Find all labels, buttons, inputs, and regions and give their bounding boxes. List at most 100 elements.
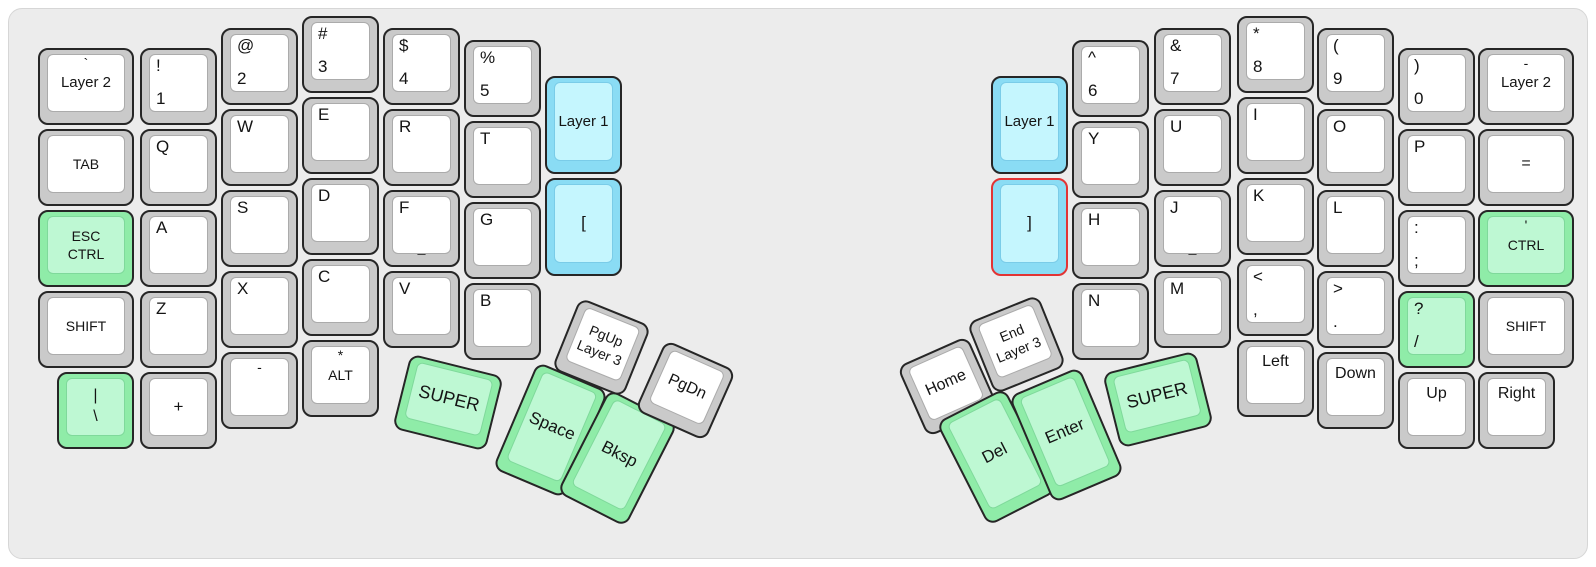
key-super-left[interactable]: SUPER — [392, 353, 504, 452]
key-right-bracket[interactable]: ] — [991, 178, 1068, 276]
key-n[interactable]: N — [1072, 283, 1149, 360]
key-j[interactable]: J_ — [1154, 190, 1231, 267]
key-1[interactable]: !1 — [140, 48, 217, 125]
key-label: U — [1170, 117, 1183, 136]
key-label: ( — [1333, 36, 1339, 55]
key-z[interactable]: Z — [140, 291, 217, 368]
keycap-face: PgDn — [648, 348, 726, 426]
key-arrow-right[interactable]: Right — [1478, 372, 1555, 449]
key-2[interactable]: @2 — [221, 28, 298, 105]
key-label: Down — [1327, 359, 1384, 415]
key-8[interactable]: *8 — [1237, 16, 1314, 93]
key-6[interactable]: ^6 — [1072, 40, 1149, 117]
keycap-face: Z — [149, 297, 208, 355]
keycap-face: X — [230, 277, 289, 335]
key-label: # — [318, 24, 328, 43]
key-0[interactable]: )0 — [1398, 48, 1475, 125]
key-label: T — [480, 129, 491, 148]
key-i[interactable]: I — [1237, 97, 1314, 174]
key-label-line: SUPER — [416, 381, 482, 416]
keycap-face: P — [1407, 135, 1466, 193]
key-label: = — [1488, 136, 1564, 192]
key-7[interactable]: &7 — [1154, 28, 1231, 105]
key-k[interactable]: K — [1237, 178, 1314, 255]
key-label-line: Left — [1262, 353, 1289, 370]
key-f[interactable]: F_ — [383, 190, 460, 267]
key-layer1-right[interactable]: Layer 1 — [991, 76, 1068, 174]
key-quote-ctrl[interactable]: 'CTRL — [1478, 210, 1574, 287]
key-period[interactable]: >. — [1317, 271, 1394, 348]
keycap-face: [ — [554, 184, 613, 263]
key-w[interactable]: W — [221, 109, 298, 186]
key-x[interactable]: X — [221, 271, 298, 348]
key-label: ; — [1414, 251, 1419, 270]
key-label: _ — [417, 239, 426, 255]
keycap-face: + — [149, 378, 208, 436]
key-label: : — [1414, 218, 1419, 237]
key-g[interactable]: G — [464, 202, 541, 279]
key-plus[interactable]: + — [140, 372, 217, 449]
key-arrow-up[interactable]: Up — [1398, 372, 1475, 449]
key-c[interactable]: C — [302, 259, 379, 336]
key-arrow-down[interactable]: Down — [1317, 352, 1394, 429]
key-v[interactable]: V — [383, 271, 460, 348]
key-label-line: \ — [93, 408, 98, 425]
key-arrow-left[interactable]: Left — [1237, 340, 1314, 417]
key-shift-left[interactable]: SHIFT — [38, 291, 134, 368]
key-equals[interactable]: = — [1478, 129, 1574, 206]
key-label: 0 — [1414, 89, 1424, 108]
key-p[interactable]: P — [1398, 129, 1475, 206]
key-label: |\ — [67, 379, 124, 435]
key-l[interactable]: L — [1317, 190, 1394, 267]
key-pipe-backslash[interactable]: |\ — [57, 372, 134, 449]
key-label-line: Enter — [1042, 414, 1088, 448]
key-label: G — [480, 210, 494, 229]
key-layer1-left[interactable]: Layer 1 — [545, 76, 622, 174]
keycap-face: ?/ — [1407, 297, 1466, 355]
key-left-bracket[interactable]: [ — [545, 178, 622, 276]
key-e[interactable]: E — [302, 97, 379, 174]
key-q[interactable]: Q — [140, 129, 217, 206]
key-comma[interactable]: <, — [1237, 259, 1314, 336]
keycap-face: W — [230, 115, 289, 173]
key-shift-right[interactable]: SHIFT — [1478, 291, 1574, 368]
keycap-face: N — [1081, 289, 1140, 347]
key-label: ^ — [1088, 48, 1096, 67]
keycap-face: TAB — [47, 135, 125, 193]
key-h[interactable]: H — [1072, 202, 1149, 279]
key-label: + — [150, 379, 207, 435]
key-5[interactable]: %5 — [464, 40, 541, 117]
key-minus[interactable]: - — [221, 352, 298, 429]
key-d[interactable]: D — [302, 178, 379, 255]
key-super-right[interactable]: SUPER — [1102, 350, 1214, 449]
key-label: N — [1088, 291, 1101, 310]
keycap-face: V — [392, 277, 451, 335]
key-9[interactable]: (9 — [1317, 28, 1394, 105]
key-label: ' — [1524, 217, 1528, 233]
key-m[interactable]: M — [1154, 271, 1231, 348]
key-question-slash[interactable]: ?/ — [1398, 291, 1475, 368]
key-3[interactable]: #3 — [302, 16, 379, 93]
keycap-face: Y — [1081, 127, 1140, 185]
key-grave-layer2[interactable]: `Layer 2 — [38, 48, 134, 125]
keycap-face: D — [311, 184, 370, 242]
keycap-face: M — [1163, 277, 1222, 335]
key-y[interactable]: Y — [1072, 121, 1149, 198]
key-semicolon[interactable]: :; — [1398, 210, 1475, 287]
key-minus-layer2[interactable]: -Layer 2 — [1478, 48, 1574, 125]
key-tab[interactable]: TAB — [38, 129, 134, 206]
key-o[interactable]: O — [1317, 109, 1394, 186]
keycap-face: <, — [1246, 265, 1305, 323]
key-u[interactable]: U — [1154, 109, 1231, 186]
key-t[interactable]: T — [464, 121, 541, 198]
key-b[interactable]: B — [464, 283, 541, 360]
key-r[interactable]: R — [383, 109, 460, 186]
key-a[interactable]: A — [140, 210, 217, 287]
key-label: E — [318, 105, 330, 124]
key-label: _ — [1188, 239, 1197, 255]
key-4[interactable]: $4 — [383, 28, 460, 105]
key-s[interactable]: S — [221, 190, 298, 267]
key-asterisk-alt[interactable]: *ALT — [302, 340, 379, 417]
